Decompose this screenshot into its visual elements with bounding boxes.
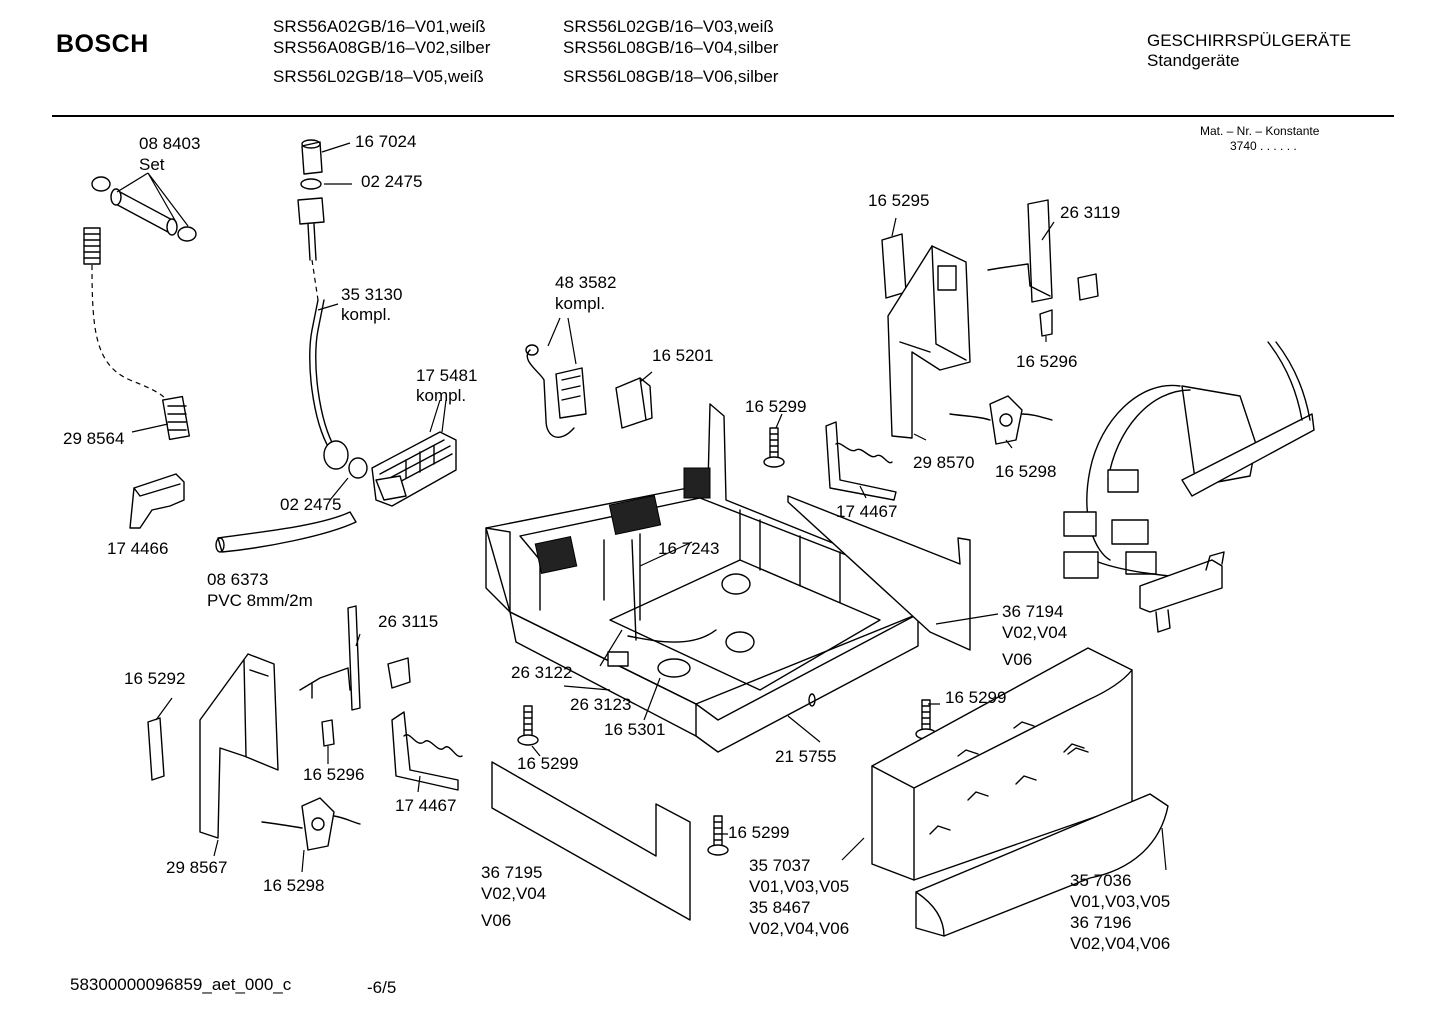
part-label: V06 [481, 911, 512, 930]
part-label: 16 5296 [303, 765, 365, 784]
model-line: SRS56L08GB/16–V04,silber [563, 38, 779, 57]
part-label: 48 3582 [555, 273, 617, 292]
part-label: 26 3122 [511, 663, 573, 682]
kick-plate-part [491, 761, 691, 921]
model-line: SRS56A02GB/16–V01,weiß [273, 17, 486, 36]
part-label: 16 5298 [263, 876, 325, 895]
part-label: 02 2475 [280, 495, 342, 514]
part-label: V01,V03,V05 [749, 877, 850, 896]
bracket-part [129, 473, 185, 529]
part-label: 16 5295 [868, 191, 930, 210]
part-label: 17 4466 [107, 539, 169, 558]
plinth-panel-part [787, 495, 971, 651]
adjustable-foot-screw-part [915, 699, 937, 740]
part-label: 35 7036 [1070, 871, 1132, 890]
pvc-hose-part [215, 511, 357, 553]
part-label: V02,V04 [1002, 623, 1068, 642]
part-label: 36 7194 [1002, 602, 1064, 621]
document-id: 58300000096859_aet_000_c [70, 975, 292, 994]
model-line: SRS56L02GB/16–V03,weiß [563, 17, 774, 36]
model-line: SRS56A08GB/16–V02,silber [273, 38, 491, 57]
part-label: 16 5299 [728, 823, 790, 842]
part-label: V06 [1002, 650, 1033, 669]
part-label: V01,V03,V05 [1070, 892, 1171, 911]
part-label: 17 4467 [395, 796, 457, 815]
category-subtitle: Standgeräte [1147, 51, 1240, 70]
header-rule [52, 115, 1394, 117]
inlet-valve-part [297, 139, 368, 501]
part-label: 16 5301 [604, 720, 666, 739]
adjustable-foot-screw-part [763, 427, 785, 468]
part-label: 16 5201 [652, 346, 714, 365]
leader-lines [155, 217, 1055, 873]
part-label: 26 3119 [1060, 203, 1121, 222]
part-label: 21 5755 [775, 747, 837, 766]
part-label: 08 6373 [207, 570, 269, 589]
adjustable-foot-screw-part [707, 815, 729, 856]
base-frame-part [485, 403, 929, 753]
part-label: 35 3130 [341, 285, 403, 304]
part-label: V02,V04,V06 [1070, 934, 1171, 953]
part-label: 17 4467 [836, 502, 898, 521]
part-label: PVC 8mm/2m [207, 591, 313, 610]
part-label: 16 5292 [124, 669, 186, 688]
page-number: -6/5 [367, 978, 397, 997]
side-plate-left-part [147, 605, 411, 839]
part-label: 16 5296 [1016, 352, 1078, 371]
part-label: kompl. [416, 386, 467, 405]
category-title: GESCHIRRSPÜLGERÄTE [1147, 31, 1352, 50]
part-label: 02 2475 [361, 172, 423, 191]
part-label: 16 5299 [517, 754, 579, 773]
part-label: 26 3123 [570, 695, 632, 714]
model-line: SRS56L08GB/18–V06,silber [563, 67, 779, 86]
part-label: 16 5299 [745, 397, 807, 416]
sensor-part [949, 395, 1053, 445]
hinge-spring-part [825, 421, 897, 501]
hinge-spring-part [391, 711, 463, 791]
wiring-harness-part [1063, 341, 1315, 633]
part-label: 16 7024 [355, 132, 417, 151]
part-label: kompl. [341, 305, 392, 324]
side-plate-part [881, 199, 1099, 439]
plinth-cover-part [915, 793, 1169, 937]
part-label: Set [139, 155, 165, 174]
part-label: V02,V04,V06 [749, 919, 850, 938]
switch-part [615, 371, 653, 429]
part-label: kompl. [555, 294, 606, 313]
part-label: 36 7196 [1070, 913, 1132, 932]
part-label: 29 8567 [166, 858, 228, 877]
part-label: 35 8467 [749, 898, 811, 917]
mat-number-value: 3740 . . . . . . [1230, 139, 1297, 153]
part-label: 26 3115 [378, 612, 439, 631]
part-label: 36 7195 [481, 863, 543, 882]
aquastop-unit-part [371, 399, 457, 507]
sensor-part [261, 797, 361, 851]
part-label: 29 8564 [63, 429, 125, 448]
model-line: SRS56L02GB/18–V05,weiß [273, 67, 484, 86]
part-label: 35 7037 [749, 856, 811, 875]
brand-logo: BOSCH [56, 30, 149, 58]
cable-assembly-part [525, 317, 587, 438]
part-label: V02,V04 [481, 884, 547, 903]
part-label: 29 8570 [913, 453, 975, 472]
drain-hose-part [83, 227, 191, 441]
part-label: 16 7243 [658, 539, 720, 558]
hose-clamp-set-part [91, 172, 197, 242]
adjustable-foot-screw-part [517, 705, 539, 746]
part-label: 16 5299 [945, 688, 1007, 707]
part-label: 17 5481 [416, 366, 478, 385]
part-label: 16 5298 [995, 462, 1057, 481]
part-label: 08 8403 [139, 134, 201, 153]
mat-number-label: Mat. – Nr. – Konstante [1200, 124, 1320, 138]
